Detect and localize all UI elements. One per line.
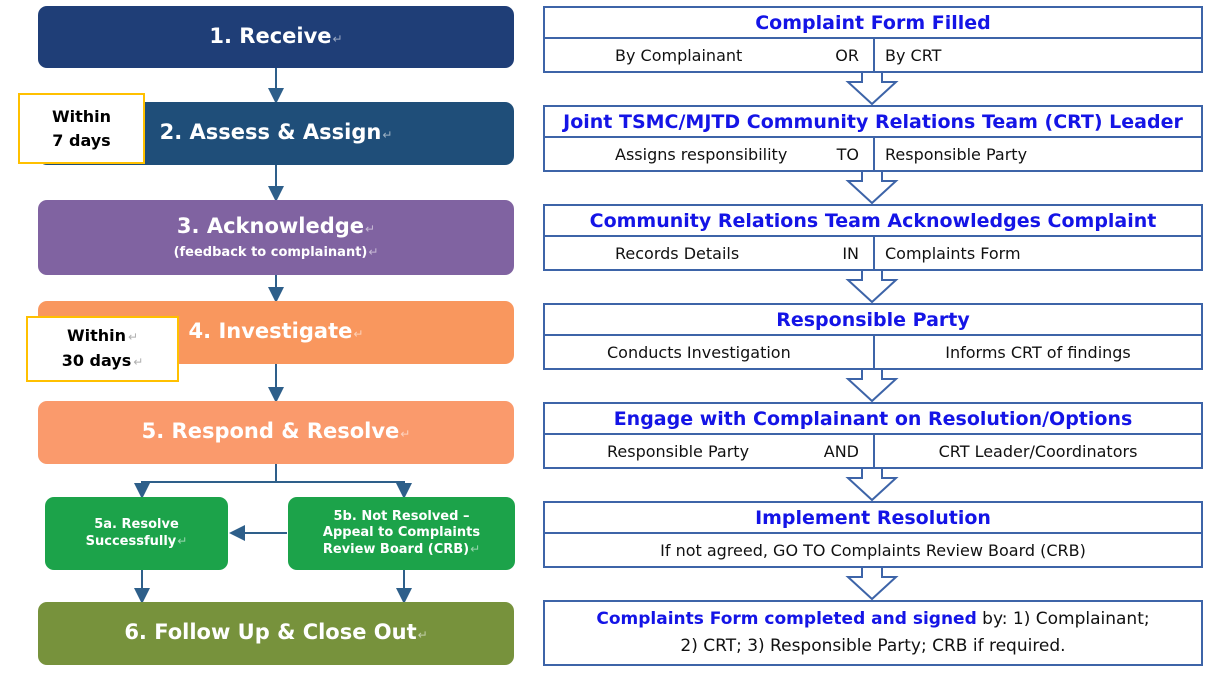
return-mark: ↵ <box>133 355 144 369</box>
step-label: 1. Receive <box>209 23 332 48</box>
desc-connector-word: AND <box>823 441 859 461</box>
step-label: 5b. Not Resolved – <box>333 509 470 524</box>
step-label: Appeal to Complaints <box>322 525 481 540</box>
desc-right-text: Complaints Form <box>885 243 1021 263</box>
return-mark: ↵ <box>353 327 364 341</box>
desc-box-title: Joint TSMC/MJTD Community Relations Team… <box>545 107 1201 138</box>
desc-box-engage-complainant: Engage with Complainant on Resolution/Op… <box>543 402 1203 469</box>
return-mark: ↵ <box>470 542 481 556</box>
desc-box-title: Engage with Complainant on Resolution/Op… <box>545 404 1201 435</box>
timeframe-30-days: Within↵ 30 days↵ <box>26 316 179 382</box>
down-block-arrows <box>845 71 899 601</box>
desc-right-text: CRT Leader/Coordinators <box>938 441 1138 461</box>
step-label: Successfully <box>85 534 177 549</box>
step-acknowledge: 3. Acknowledge↵ (feedback to complainant… <box>38 200 514 275</box>
return-mark: ↵ <box>177 534 188 548</box>
desc-left-text: Records Details <box>615 243 740 263</box>
step-label: 6. Follow Up & Close Out <box>124 620 417 644</box>
step-resolve-successfully: 5a. Resolve Successfully↵ <box>45 497 228 570</box>
return-mark: ↵ <box>382 128 393 142</box>
desc-left-text: By Complainant <box>615 45 743 65</box>
step-label: Review Board (CRB) <box>322 542 470 557</box>
desc-box-crt-leader: Joint TSMC/MJTD Community Relations Team… <box>543 105 1203 172</box>
down-arrow-icon <box>845 566 899 601</box>
return-mark: ↵ <box>332 31 343 46</box>
return-mark: ↵ <box>368 245 379 259</box>
desc-box-title: Complaint Form Filled <box>545 8 1201 39</box>
down-arrow-icon <box>845 269 899 304</box>
desc-box-title: Implement Resolution <box>545 503 1201 534</box>
desc-box-responsible-party: Responsible Party Conducts Investigation… <box>543 303 1203 370</box>
down-arrow-icon <box>845 170 899 205</box>
arrow-5-5a <box>134 464 277 499</box>
desc-bold-text: Complaints Form completed and signed <box>596 609 977 629</box>
desc-right-text: By CRT <box>885 45 942 65</box>
desc-connector-word: TO <box>836 144 859 164</box>
desc-left-text: Assigns responsibility <box>615 144 788 164</box>
down-arrow-icon <box>845 467 899 502</box>
desc-left-text: Conducts Investigation <box>607 342 791 362</box>
step-sublabel: (feedback to complainant) <box>173 245 368 260</box>
step-respond-resolve: 5. Respond & Resolve↵ <box>38 401 514 464</box>
down-arrow-icon <box>845 71 899 106</box>
return-mark: ↵ <box>417 628 428 642</box>
desc-connector-word: OR <box>835 45 859 65</box>
return-mark: ↵ <box>365 222 376 236</box>
step-label: 3. Acknowledge <box>176 214 365 238</box>
desc-full-text: If not agreed, GO TO Complaints Review B… <box>660 540 1086 560</box>
step-label: 5a. Resolve <box>94 517 179 532</box>
step-label: 5. Respond & Resolve <box>141 419 400 443</box>
desc-text-line2: 2) CRT; 3) Responsible Party; CRB if req… <box>680 636 1066 656</box>
desc-box-complaint-form: Complaint Form Filled By Complainant OR B… <box>543 6 1203 73</box>
desc-box-acknowledges: Community Relations Team Acknowledges Co… <box>543 204 1203 271</box>
return-mark: ↵ <box>127 330 139 344</box>
arrow-5-5b <box>276 481 412 499</box>
step-label: 4. Investigate <box>188 319 353 343</box>
step-label: 2. Assess & Assign <box>159 120 382 144</box>
desc-box-title: Community Relations Team Acknowledges Co… <box>545 206 1201 237</box>
timeframe-7-days: Within 7 days <box>18 93 145 164</box>
timeframe-value: 7 days <box>52 130 111 150</box>
timeframe-label: Within <box>51 106 112 126</box>
step-receive: 1. Receive↵ <box>38 6 514 68</box>
desc-box-title: Responsible Party <box>545 305 1201 336</box>
down-arrow-icon <box>845 368 899 403</box>
timeframe-label: Within <box>66 326 126 345</box>
desc-text: by: 1) Complainant; <box>976 609 1150 629</box>
desc-box-implement-resolution: Implement Resolution If not agreed, GO T… <box>543 501 1203 568</box>
step-follow-up-close-out: 6. Follow Up & Close Out↵ <box>38 602 514 665</box>
desc-left-text: Responsible Party <box>607 441 750 461</box>
desc-right-text: Responsible Party <box>885 144 1028 164</box>
desc-connector-word: IN <box>842 243 859 263</box>
return-mark: ↵ <box>400 427 411 441</box>
timeframe-value: 30 days <box>61 351 132 370</box>
desc-box-form-completed: Complaints Form completed and signed by:… <box>543 600 1203 666</box>
step-not-resolved-appeal: 5b. Not Resolved – Appeal to Complaints … <box>288 497 515 570</box>
desc-right-text: Informs CRT of findings <box>945 342 1131 362</box>
